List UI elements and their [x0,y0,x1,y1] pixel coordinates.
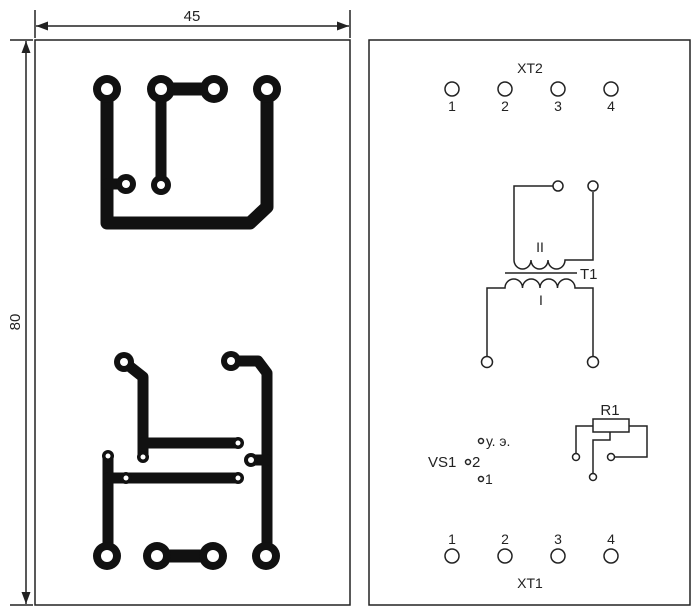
connector-xt2: XT2 1 2 3 4 [444,60,619,114]
svg-text:R1: R1 [600,402,619,419]
copper-side-board [34,39,351,606]
height-dimension: 80 [7,39,33,606]
svg-text:3: 3 [554,98,562,114]
height-label: 80 [7,314,24,331]
svg-text:XT2: XT2 [517,60,543,76]
width-dimension: 45 [34,8,351,38]
component-side-board: XT2 1 2 3 4 II I T1 R1 [368,39,691,606]
svg-text:4: 4 [607,531,615,547]
pad-holes [101,83,273,562]
svg-text:2: 2 [501,531,509,547]
svg-text:2: 2 [501,98,509,114]
svg-text:4: 4 [607,98,615,114]
svg-text:I: I [539,292,543,308]
svg-text:3: 3 [554,531,562,547]
svg-text:у. э.: у. э. [486,433,510,449]
svg-text:1: 1 [448,531,456,547]
svg-text:2: 2 [472,454,480,471]
svg-text:VS1: VS1 [428,454,456,471]
thyristor-vs1: у. э. VS1 2 1 [428,433,510,487]
transformer-t1: II I T1 [480,180,600,369]
svg-text:II: II [536,239,544,255]
svg-text:1: 1 [485,471,493,487]
svg-text:T1: T1 [580,266,598,283]
resistor-r1: R1 [571,402,648,482]
svg-text:1: 1 [448,98,456,114]
connector-xt1: 1 2 3 4 XT1 [444,531,619,591]
width-label: 45 [184,8,201,25]
svg-text:XT1: XT1 [517,575,543,591]
